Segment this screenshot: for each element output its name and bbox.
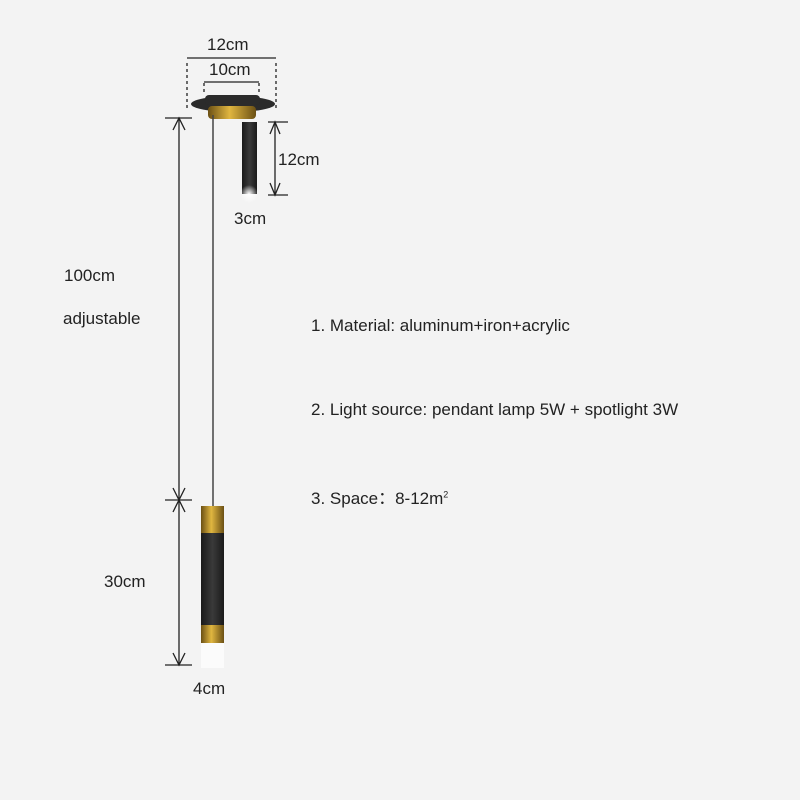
canopy-outer-label: 12cm xyxy=(207,35,249,54)
dimension-lines xyxy=(165,57,288,667)
spec-light-source: 2. Light source: pendant lamp 5W + spotl… xyxy=(311,400,679,419)
pendant-lamp xyxy=(201,506,224,668)
spotlight-diameter-label: 3cm xyxy=(234,209,267,228)
cord-length-label: 100cm xyxy=(64,266,116,285)
ceiling-canopy xyxy=(191,95,275,119)
pendant-diameter-label: 4cm xyxy=(193,679,226,698)
spec-space-text: 3. Space：8-12m xyxy=(311,489,444,508)
spec-space: 3. Space：8-12m2 xyxy=(311,484,448,509)
cord-note-label: adjustable xyxy=(63,309,141,328)
spotlight xyxy=(240,122,258,203)
spotlight-length-label: 12cm xyxy=(278,150,320,169)
spec-space-superscript: 2 xyxy=(443,489,449,500)
pendant-length-label: 30cm xyxy=(104,572,146,591)
canopy-inner-label: 10cm xyxy=(209,60,251,79)
spec-material: 1. Material: aluminum+iron+acrylic xyxy=(311,316,570,335)
